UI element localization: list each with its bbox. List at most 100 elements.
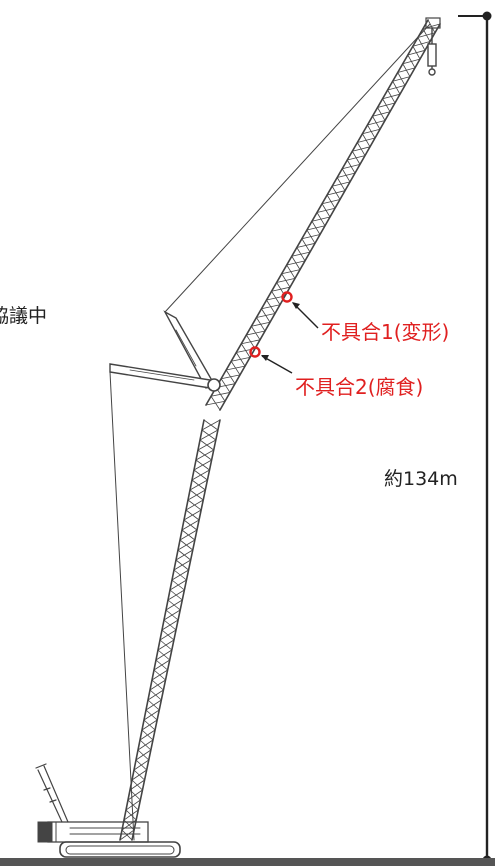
- lattice-member: [191, 479, 206, 491]
- lattice-member: [167, 599, 181, 611]
- lattice-member: [245, 334, 256, 349]
- lattice-member: [407, 54, 416, 69]
- height-label: 約134m: [384, 468, 458, 490]
- lattice-member: [251, 325, 261, 341]
- defect-2-marker: [249, 346, 261, 358]
- defect-2-label: 不具合2(腐食): [295, 375, 424, 399]
- lattice-member: [177, 549, 192, 561]
- lattice-member: [173, 569, 187, 581]
- luffing-jib: [205, 17, 441, 411]
- lattice-member: [286, 264, 296, 279]
- lattice-member: [321, 203, 331, 218]
- main-boom: [119, 419, 221, 841]
- hook-block: [427, 27, 437, 76]
- defect-2-arrowhead: [261, 355, 269, 361]
- lattice-member: [149, 689, 162, 701]
- lattice-member: [157, 649, 171, 661]
- lattice-member: [311, 220, 321, 235]
- height-dimension: [458, 11, 492, 865]
- lattice-member: [367, 124, 376, 139]
- lattice-member: [127, 799, 139, 811]
- status-text: 協議中: [0, 305, 48, 327]
- lattice-member: [412, 45, 421, 60]
- lattice-member: [153, 669, 166, 681]
- lattice-member: [183, 519, 198, 531]
- defect-1-label: 不具合1(変形): [321, 320, 450, 344]
- lattice-member: [165, 609, 179, 621]
- lattice-member: [141, 729, 154, 741]
- lattice-member: [427, 19, 436, 34]
- lattice-member: [137, 749, 150, 761]
- lattice-member: [271, 290, 281, 306]
- lattice-member: [175, 559, 189, 571]
- crawler-crane-drawing: [35, 17, 441, 858]
- lattice-member: [201, 429, 217, 441]
- lattice-member: [155, 659, 169, 671]
- lattice-member: [306, 229, 316, 244]
- lattice-member: [281, 273, 291, 288]
- lattice-member: [235, 352, 246, 367]
- lattice-member: [356, 142, 366, 156]
- lattice-member: [197, 449, 213, 461]
- lattice-member: [151, 679, 164, 691]
- lattice-member: [163, 619, 177, 631]
- lattice-member: [341, 168, 351, 183]
- ground-line: [0, 858, 495, 866]
- lattice-member: [171, 579, 185, 591]
- lattice-member: [291, 255, 301, 271]
- lattice-member: [402, 63, 411, 78]
- defect-1: [281, 291, 319, 329]
- lattice-member: [125, 809, 137, 821]
- lattice-member: [225, 369, 236, 385]
- lattice-member: [326, 194, 336, 209]
- rear-mast: [35, 763, 69, 823]
- lattice-member: [161, 629, 175, 641]
- lattice-member: [362, 133, 371, 148]
- lattice-member: [220, 378, 231, 393]
- lattice-member: [121, 829, 133, 841]
- lattice-member: [301, 238, 311, 253]
- lattice-member: [135, 759, 148, 771]
- lattice-member: [203, 419, 219, 431]
- lattice-member: [351, 150, 361, 165]
- lattice-member: [382, 98, 391, 113]
- lattice-member: [193, 469, 208, 481]
- lattice-member: [131, 779, 143, 791]
- defect-2: [249, 346, 293, 374]
- crawler-base: [37, 821, 181, 858]
- lattice-member: [147, 699, 160, 711]
- lattice-member: [261, 308, 271, 323]
- lattice-member: [159, 639, 173, 651]
- lattice-member: [387, 89, 396, 104]
- lattice-member: [372, 115, 381, 130]
- lattice-member: [185, 509, 200, 521]
- lattice-member: [336, 177, 346, 192]
- lattice-member: [392, 80, 401, 95]
- lattice-member: [199, 439, 215, 451]
- lattice-member: [256, 317, 266, 332]
- lattice-member: [346, 159, 356, 174]
- defect-1-marker: [281, 291, 293, 303]
- lattice-member: [181, 529, 196, 541]
- lattice-member: [316, 212, 326, 227]
- lattice-member: [195, 459, 210, 471]
- lattice-member: [397, 72, 406, 86]
- lattice-member: [123, 819, 135, 831]
- lattice-member: [187, 499, 202, 511]
- boom-jib-hinge: [207, 378, 221, 392]
- lattice-member: [377, 107, 386, 121]
- lattice-member: [133, 769, 145, 781]
- lattice-member: [143, 719, 156, 731]
- lattice-member: [296, 247, 306, 262]
- lattice-member: [179, 539, 194, 551]
- lattice-member: [210, 395, 221, 411]
- lattice-member: [417, 37, 426, 51]
- lattice-member: [266, 299, 276, 314]
- lattice-member: [230, 360, 241, 376]
- lattice-member: [145, 709, 158, 721]
- defect-1-arrowhead: [292, 302, 300, 309]
- lattice-member: [139, 739, 152, 751]
- lattice-member: [331, 185, 341, 200]
- lattice-member: [169, 589, 183, 601]
